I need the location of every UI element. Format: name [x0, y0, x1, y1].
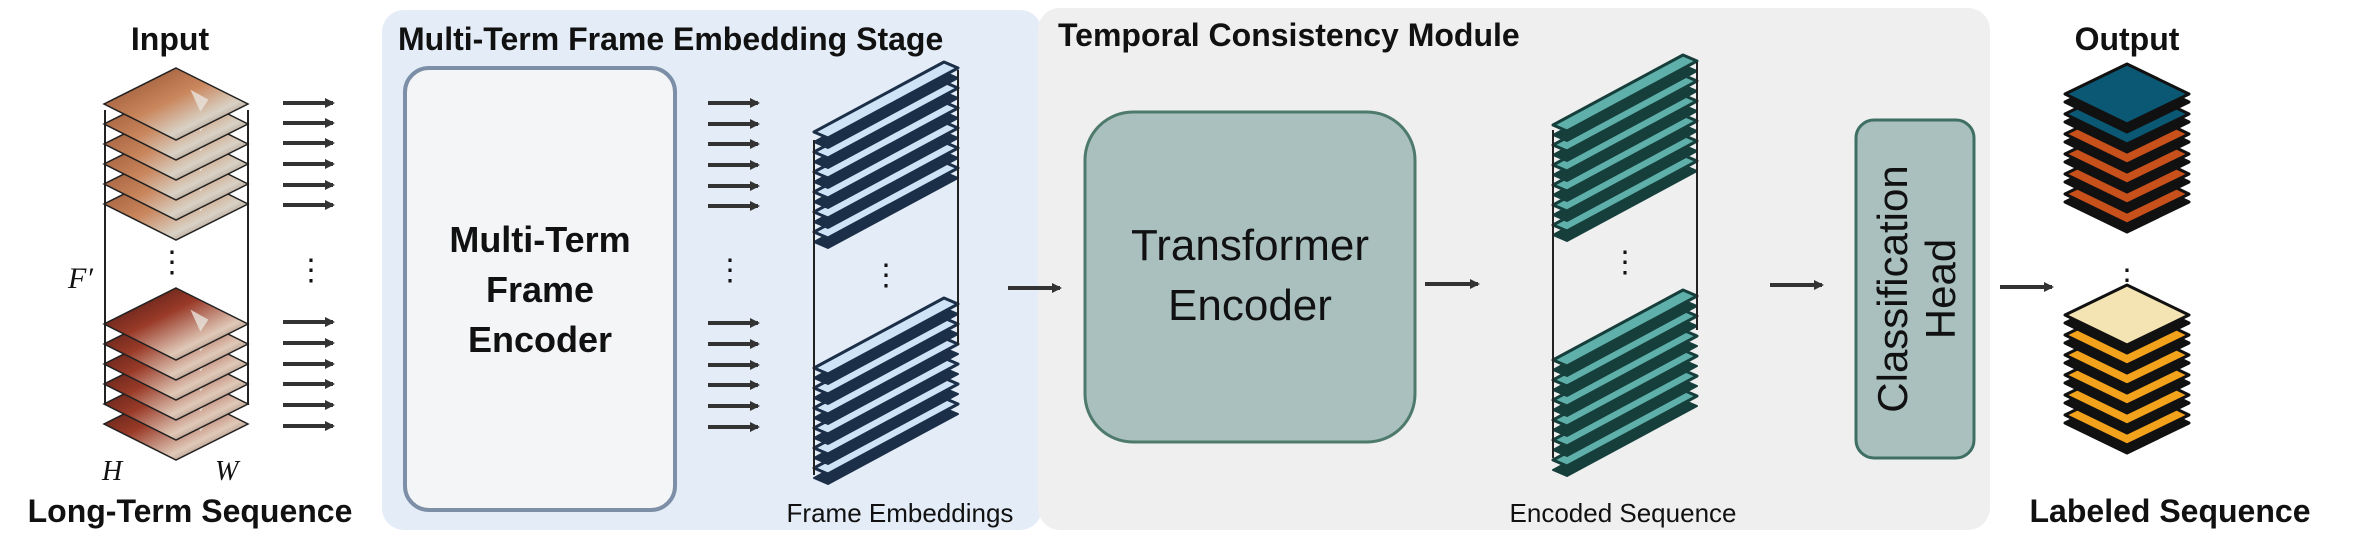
input-dim-h: H	[101, 456, 124, 487]
transformer-encoder-box	[1083, 110, 1417, 444]
embed-ellipsis: ⋮	[871, 259, 901, 292]
encoder-line3: Encoder	[468, 319, 612, 360]
input-ellipsis: ⋮	[157, 246, 187, 279]
encoded-plate	[1551, 53, 1699, 133]
output-label-tile	[2063, 283, 2191, 347]
input-frame	[102, 67, 250, 141]
transformer-line2: Encoder	[1168, 281, 1332, 330]
input-frame	[102, 287, 250, 361]
output-label-stack-bottom	[2063, 283, 2191, 455]
stage1-title: Multi-Term Frame Embedding Stage	[398, 21, 943, 57]
encoded-ellipsis: ⋮	[1610, 246, 1640, 279]
input-dim-f: F′	[67, 262, 93, 295]
input-frame-highlight	[190, 309, 209, 332]
input-title: Input	[131, 21, 210, 57]
input-caption: Long-Term Sequence	[28, 493, 353, 529]
stage2-title: Temporal Consistency Module	[1058, 17, 1520, 53]
input-arrows-top	[283, 98, 335, 210]
input-frame-highlight	[190, 89, 209, 112]
input-arrows-ellipsis: ⋮	[296, 254, 326, 287]
encoder-out-arrows-bottom	[708, 318, 760, 432]
encoder-line2: Frame	[486, 269, 594, 310]
encoder-out-ellipsis: ⋮	[715, 254, 745, 287]
input-frame-stack-bottom	[102, 287, 250, 461]
output-label-stack-top	[2063, 62, 2191, 234]
frame-embeddings-label: Frame Embeddings	[787, 498, 1014, 528]
input-dim-w: W	[215, 456, 241, 487]
classification-line2: Head	[1917, 239, 1964, 339]
frame-embedding-plate	[812, 60, 960, 140]
input-frame-stack-top	[102, 67, 250, 241]
output-caption: Labeled Sequence	[2030, 493, 2311, 529]
encoded-sequence-stack-bottom	[1551, 288, 1699, 477]
output-label-tile	[2063, 62, 2191, 126]
encoded-sequence-label: Encoded Sequence	[1510, 498, 1737, 528]
encoder-line1: Multi-Term	[449, 219, 630, 260]
frame-embedding-stack-bottom	[812, 296, 960, 485]
classification-line1: Classification	[1869, 165, 1916, 412]
frame-embedding-stack-top	[812, 60, 960, 249]
classification-head-box	[1854, 118, 1976, 460]
transformer-line1: Transformer	[1131, 221, 1369, 270]
encoder-out-arrows-top	[708, 98, 760, 211]
output-title: Output	[2075, 21, 2180, 57]
multi-term-frame-encoder-box	[403, 66, 677, 512]
input-arrows-bottom	[283, 317, 335, 431]
